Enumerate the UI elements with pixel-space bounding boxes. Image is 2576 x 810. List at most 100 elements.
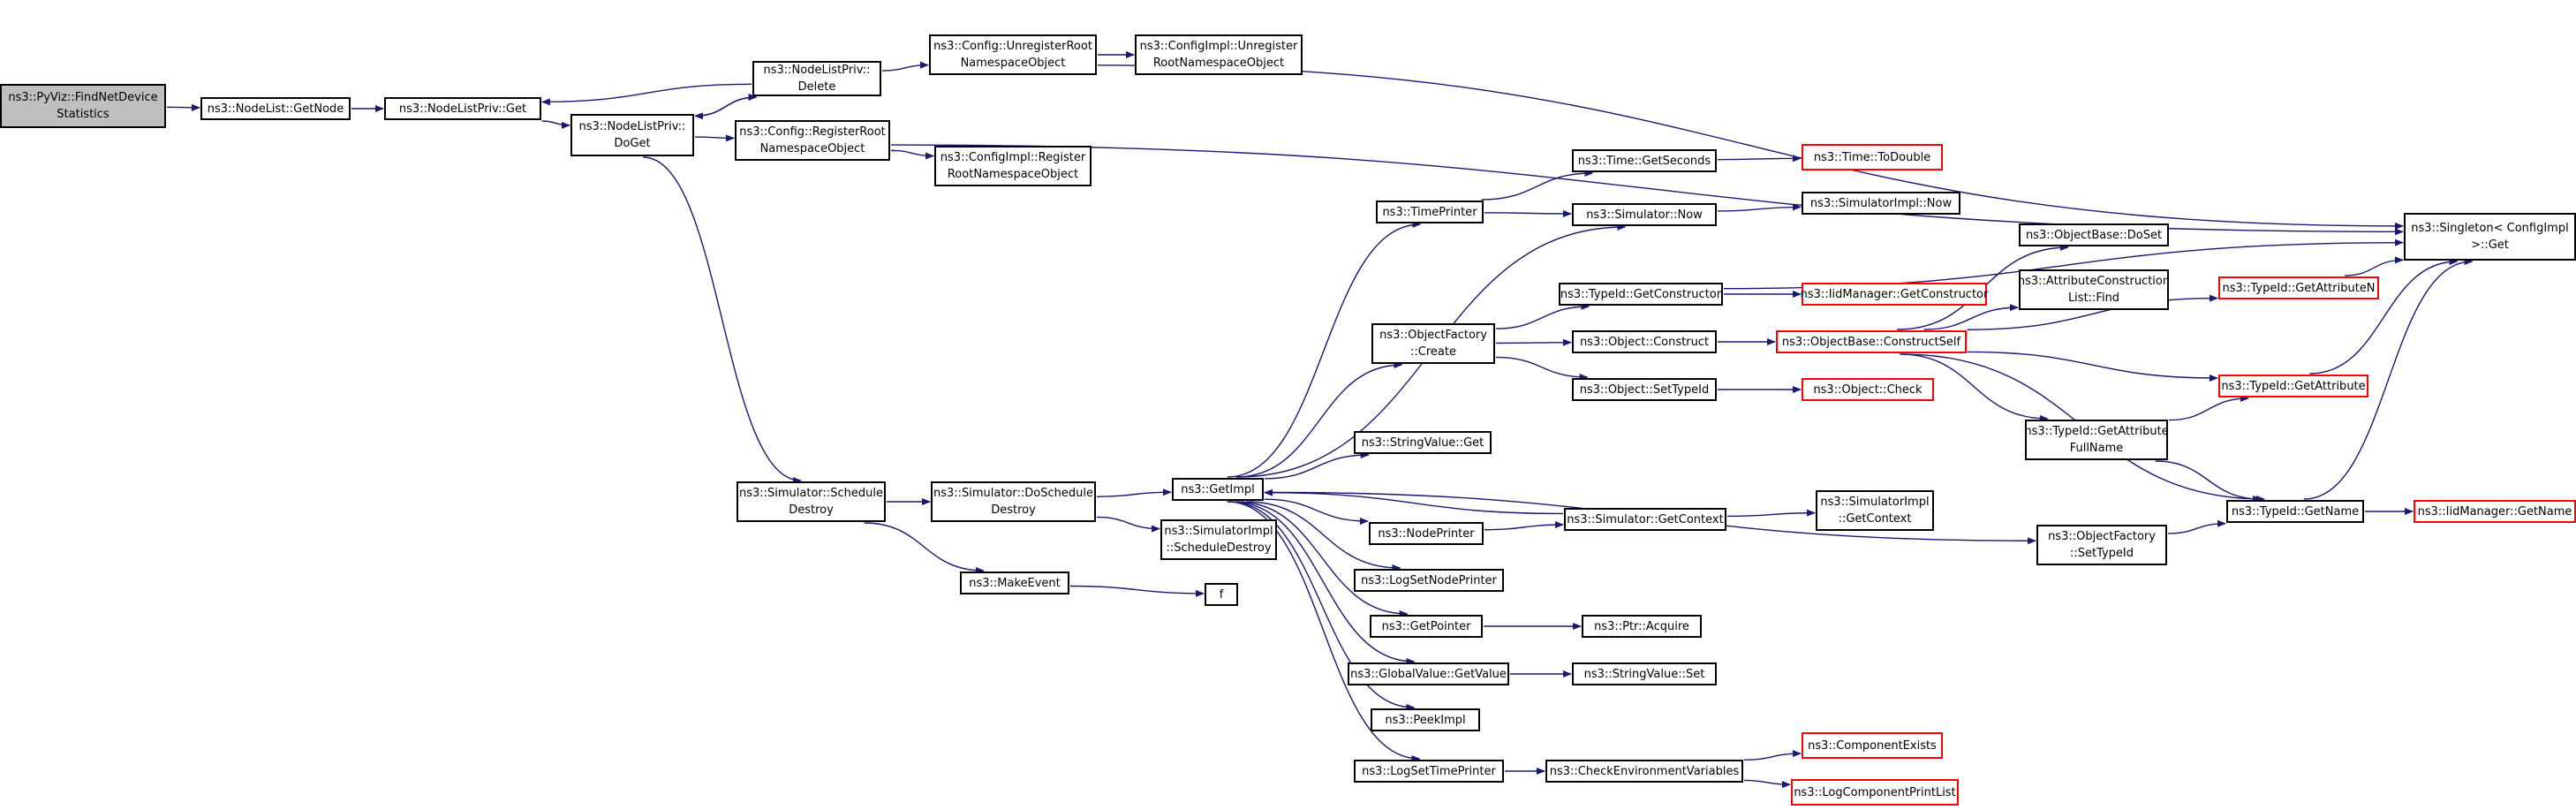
edge-getimpl-to-peekimpl bbox=[1228, 501, 1416, 711]
node-object-check[interactable]: ns3::Object::Check bbox=[1802, 378, 1934, 401]
node-nlpriv-doget[interactable]: ns3::NodeListPriv::DoGet bbox=[570, 114, 694, 156]
node-object-settypeid[interactable]: ns3::Object::SetTypeId bbox=[1572, 378, 1717, 401]
node-label-line: ns3::Time::ToDouble bbox=[1813, 150, 1931, 164]
node-sim-now[interactable]: ns3::Simulator::Now bbox=[1572, 203, 1717, 226]
node-componentexists[interactable]: ns3::ComponentExists bbox=[1802, 732, 1943, 759]
edge-typeid-getname-to-singleton-get bbox=[2303, 258, 2474, 500]
node-label-line: ns3::TypeId::GetAttribute bbox=[2221, 379, 2366, 393]
node-makeevent[interactable]: ns3::MakeEvent bbox=[960, 572, 1069, 594]
node-nlpriv-delete[interactable]: ns3::NodeListPriv::Delete bbox=[752, 61, 881, 96]
node-objbase-doset[interactable]: ns3::ObjectBase::DoSet bbox=[2019, 223, 2169, 246]
node-typeid-getattr[interactable]: ns3::TypeId::GetAttribute bbox=[2218, 375, 2368, 397]
node-label-line: ns3::TypeId::GetAttributeN bbox=[2222, 281, 2376, 295]
edge-typeid-getattrfull-to-typeid-getattr bbox=[2168, 395, 2249, 421]
node-sim-getcontext[interactable]: ns3::Simulator::GetContext bbox=[1564, 508, 1726, 531]
edge-timeprinter-to-sim-now bbox=[1484, 209, 1572, 217]
node-label-line: ns3::LogSetTimePrinter bbox=[1362, 764, 1496, 778]
node-objbase-constructself[interactable]: ns3::ObjectBase::ConstructSelf bbox=[1776, 330, 1967, 353]
edge-getimpl-to-stringvalue-get bbox=[1264, 451, 1370, 480]
node-label-line: ns3::ObjectFactory bbox=[2048, 530, 2156, 543]
edge-typeid-getattrn-to-singleton-get bbox=[2345, 256, 2404, 276]
edge-sim-getcontext-to-getimpl bbox=[1264, 488, 1564, 515]
node-typeid-getctor[interactable]: ns3::TypeId::GetConstructor bbox=[1559, 283, 1723, 306]
node-getimpl[interactable]: ns3::GetImpl bbox=[1172, 478, 1264, 501]
node-label-line: f bbox=[1219, 587, 1224, 602]
node-stringvalue-set[interactable]: ns3::StringValue::Set bbox=[1572, 662, 1717, 685]
node-timeprinter[interactable]: ns3::TimePrinter bbox=[1376, 201, 1484, 223]
node-label-line: ns3::MakeEvent bbox=[969, 576, 1061, 590]
node-simimpl-schedestroy[interactable]: ns3::SimulatorImpl::ScheduleDestroy bbox=[1160, 519, 1277, 560]
node-label-line: ns3::AttributeConstruction bbox=[2017, 275, 2171, 288]
node-label-line: ns3::ComponentExists bbox=[1808, 738, 1937, 753]
node-label-line: ns3::NodeListPriv:: bbox=[578, 120, 686, 133]
node-iidmgr-getname[interactable]: ns3::IidManager::GetName bbox=[2414, 500, 2576, 523]
edge-sim-now-to-simimpl-now bbox=[1717, 203, 1802, 212]
node-label-line: ns3::ConfigImpl::Unregister bbox=[1139, 40, 1298, 53]
node-label-line: ns3::Ptr::Acquire bbox=[1594, 619, 1689, 633]
node-label-line: Statistics bbox=[57, 108, 110, 121]
node-peekimpl[interactable]: ns3::PeekImpl bbox=[1371, 708, 1480, 731]
node-simimpl-now[interactable]: ns3::SimulatorImpl::Now bbox=[1802, 192, 1960, 215]
node-typeid-getattrn[interactable]: ns3::TypeId::GetAttributeN bbox=[2218, 276, 2379, 299]
node-label-line: RootNamespaceObject bbox=[1152, 57, 1285, 70]
edge-typeid-getattr-to-singleton-get bbox=[2309, 258, 2459, 375]
node-label-line: ns3::IidManager::GetName bbox=[2417, 504, 2572, 519]
edge-nlpriv-delete-to-nlpriv-get bbox=[541, 83, 752, 106]
node-globalvalue-getvalue[interactable]: ns3::GlobalValue::GetValue bbox=[1348, 662, 1509, 685]
node-label-line: ns3::NodePrinter bbox=[1378, 526, 1475, 541]
node-stringvalue-get[interactable]: ns3::StringValue::Get bbox=[1354, 431, 1492, 454]
node-ptr-acquire[interactable]: ns3::Ptr::Acquire bbox=[1582, 615, 1702, 638]
node-iidmgr-getctor[interactable]: ns3::IidManager::GetConstructor bbox=[1801, 283, 1988, 306]
node-singleton-get[interactable]: ns3::Singleton< ConfigImpl >::Get bbox=[2404, 213, 2576, 261]
edge-getimpl-to-getpointer bbox=[1236, 501, 1409, 617]
node-time-todouble[interactable]: ns3::Time::ToDouble bbox=[1802, 144, 1943, 170]
node-label-line: ::Create bbox=[1410, 345, 1456, 359]
edge-root-to-nodelist-getnode bbox=[166, 103, 200, 111]
node-simimpl-getcontext[interactable]: ns3::SimulatorImpl::GetContext bbox=[1816, 490, 1934, 531]
node-label-line: ns3::TypeId::GetConstructor bbox=[1560, 287, 1722, 301]
edge-nlpriv-doget-to-sim-schedestroy bbox=[643, 156, 802, 484]
node-nodeprinter[interactable]: ns3::NodePrinter bbox=[1369, 522, 1484, 545]
node-getpointer[interactable]: ns3::GetPointer bbox=[1370, 615, 1483, 638]
node-logsetnodeprinter[interactable]: ns3::LogSetNodePrinter bbox=[1354, 569, 1504, 592]
node-label-line: ns3::Object::Construct bbox=[1579, 335, 1710, 349]
node-label-line: ns3::NodeList::GetNode bbox=[207, 102, 344, 116]
node-checkenvvars[interactable]: ns3::CheckEnvironmentVariables bbox=[1545, 760, 1743, 783]
node-label-line: ns3::Singleton< ConfigImpl bbox=[2411, 222, 2569, 235]
node-label-line: ::GetContext bbox=[1838, 512, 1912, 526]
node-label-line: ns3::ObjectBase::DoSet bbox=[2025, 228, 2163, 242]
node-label-line: ns3::GetImpl bbox=[1181, 482, 1255, 496]
node-time-getseconds[interactable]: ns3::Time::GetSeconds bbox=[1572, 149, 1717, 172]
edge-cfg-reg-to-cfgimpl-reg bbox=[890, 149, 934, 160]
edge-sim-schedestroy-to-makeevent bbox=[864, 522, 985, 574]
node-label-line: NamespaceObject bbox=[759, 142, 865, 155]
edge-sim-doschedestroy-to-getimpl bbox=[1096, 488, 1172, 497]
node-typeid-getname[interactable]: ns3::TypeId::GetName bbox=[2226, 500, 2364, 523]
node-label-line: ns3::LogSetNodePrinter bbox=[1361, 573, 1497, 587]
node-nodelist-getnode[interactable]: ns3::NodeList::GetNode bbox=[200, 97, 351, 120]
node-objfactory-settypeid[interactable]: ns3::ObjectFactory::SetTypeId bbox=[2036, 525, 2167, 565]
node-label-line: ns3::ObjectFactory bbox=[1379, 329, 1487, 342]
node-logsettimeprinter[interactable]: ns3::LogSetTimePrinter bbox=[1354, 760, 1504, 783]
node-object-construct[interactable]: ns3::Object::Construct bbox=[1572, 330, 1717, 353]
node-nlpriv-get[interactable]: ns3::NodeListPriv::Get bbox=[384, 97, 541, 120]
edge-checkenvvars-to-componentexists bbox=[1743, 750, 1802, 761]
node-f[interactable]: f bbox=[1205, 583, 1238, 606]
node-label-line: FullName bbox=[2069, 442, 2124, 455]
node-logcomponentprintlist[interactable]: ns3::LogComponentPrintList bbox=[1791, 779, 1959, 806]
edge-nodeprinter-to-sim-getcontext bbox=[1484, 521, 1564, 531]
edge-makeevent-to-f bbox=[1069, 585, 1205, 597]
node-objfactory-create[interactable]: ns3::ObjectFactory::Create bbox=[1371, 323, 1495, 364]
edge-objbase-constructself-to-attrconst-find bbox=[1923, 304, 2019, 330]
